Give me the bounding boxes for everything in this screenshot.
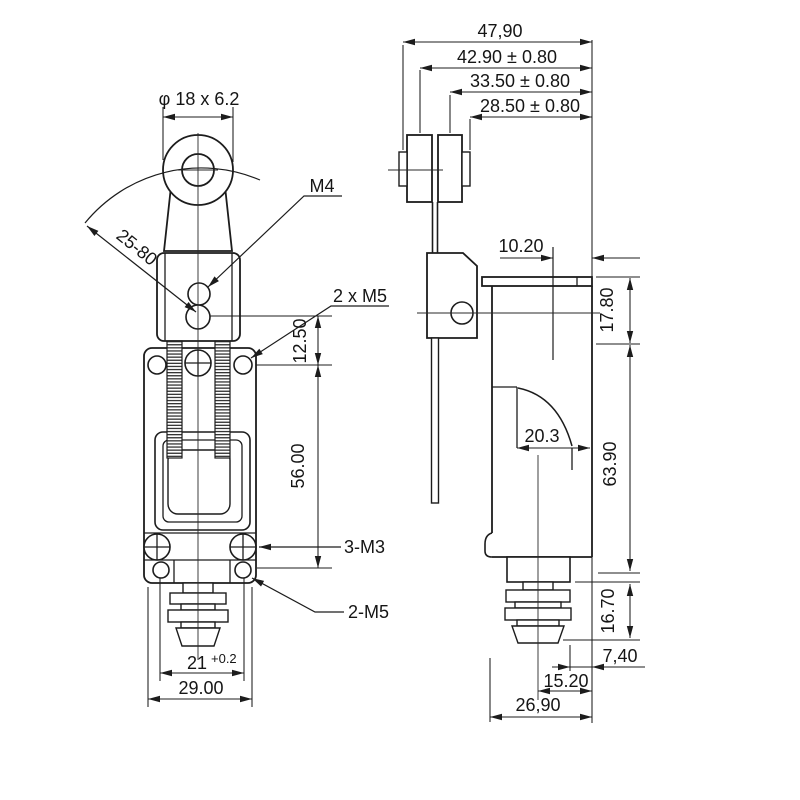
dim-roller-size: φ 18 x 6.2 [159, 89, 240, 109]
dim-overall-body-depth: 26,90 [515, 695, 560, 715]
label-bottom-holes: 2-M5 [348, 602, 389, 622]
dim-cavity-depth: 20.3 [524, 426, 559, 446]
dim-bottom-hole-tolerance: +0.2 [211, 651, 237, 666]
front-view-geometry [143, 133, 257, 660]
dim-head-top-offset: 10.20 [498, 236, 543, 256]
dim-bottom-hole-spacing: 21 [187, 653, 207, 673]
dim-body-section-height: 63.90 [600, 441, 620, 486]
dim-inner-roller-plane: 33.50 ± 0.80 [470, 71, 570, 91]
dim-outer-roller-plane: 42.90 ± 0.80 [457, 47, 557, 67]
dim-overall-depth: 47,90 [477, 21, 522, 41]
dim-bellows-bottom-offset: 7,40 [602, 646, 637, 666]
dim-pivot-to-mount: 12.50 [290, 318, 310, 363]
label-head-screws: 2 x M5 [333, 286, 387, 306]
front-view: φ 18 x 6.2 25-80 M4 2 x M5 12.50 56.00 3… [84, 89, 389, 707]
side-view-geometry [388, 40, 600, 723]
dim-lever-angle: 25-80 [113, 225, 161, 270]
dim-overall-width: 29.00 [178, 678, 223, 698]
dim-roller-face-plane: 28.50 ± 0.80 [480, 96, 580, 116]
side-view: 47,90 42.90 ± 0.80 33.50 ± 0.80 28.50 ± … [388, 21, 645, 723]
side-view-dimensions: 47,90 42.90 ± 0.80 33.50 ± 0.80 28.50 ± … [402, 21, 645, 722]
label-cover-screws: 3-M3 [344, 537, 385, 557]
label-pivot-screw: M4 [309, 176, 334, 196]
dim-plunger-axis-offset: 15.20 [543, 671, 588, 691]
dim-head-section-height: 17.80 [597, 287, 617, 332]
dim-mount-spacing: 56.00 [288, 443, 308, 488]
dim-bellows-height: 16.70 [598, 588, 618, 633]
